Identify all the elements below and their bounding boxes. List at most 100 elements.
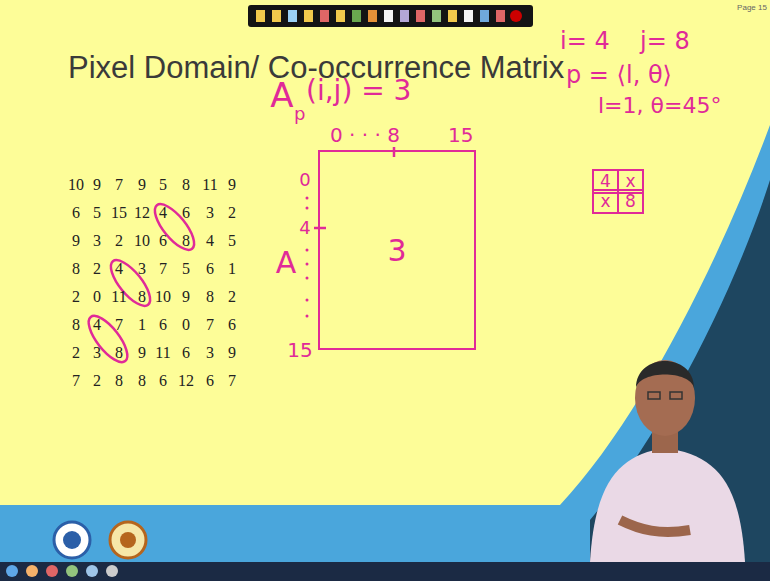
toolbar-icon <box>464 10 473 22</box>
matrix-cell-value: 0 <box>182 316 190 334</box>
presenter-glasses <box>648 392 660 399</box>
matrix-cell-value: 4 <box>206 232 214 250</box>
page-number: Page 15 <box>737 4 767 13</box>
matrix-cell-value: 0 <box>93 288 101 306</box>
matrix-cell-value: 8 <box>138 288 146 306</box>
matrix-cell-value: 5 <box>228 232 236 250</box>
axis-dot <box>306 207 309 210</box>
matrix-cell-value: 9 <box>138 176 146 194</box>
handwritten-note: i= 4 <box>560 28 610 54</box>
presenter-arm <box>620 520 690 532</box>
matrix-cell-value: 6 <box>182 204 190 222</box>
axis-tick <box>314 227 326 230</box>
matrix-cell-value: 6 <box>206 260 214 278</box>
taskbar-icon <box>86 565 98 577</box>
toolbar-icon <box>304 10 313 22</box>
axis-dot <box>306 263 309 266</box>
toolbar-icon <box>496 10 505 22</box>
matrix-cell-value: 8 <box>115 344 123 362</box>
box-text: 3 <box>387 234 406 267</box>
dark-swoosh <box>590 180 770 562</box>
matrix-cell-value: 10 <box>134 232 150 250</box>
matrix-cell-value: 5 <box>93 204 101 222</box>
matrix-cell-value: 7 <box>72 372 80 390</box>
matrix-symbol: A <box>276 246 297 279</box>
matrix-cell-value: 9 <box>228 344 236 362</box>
matrix-symbol: A <box>270 77 293 114</box>
matrix-cell-value: 9 <box>138 344 146 362</box>
taskbar-icon <box>26 565 38 577</box>
matrix-cell-value: 9 <box>182 288 190 306</box>
axis-label: 0 · · · 8 <box>330 124 400 146</box>
toolbar-icon <box>320 10 329 22</box>
taskbar <box>0 562 770 581</box>
toolbar-icons <box>256 10 522 22</box>
handwritten-note: l=1, θ=45° <box>598 94 721 118</box>
toolbar-icon <box>368 10 377 22</box>
pair-circle <box>82 310 134 368</box>
matrix-cell-value: 2 <box>228 288 236 306</box>
axis-label: 15 <box>287 339 312 361</box>
matrix-cell-value: 10 <box>155 288 171 306</box>
toolbar-icon <box>400 10 409 22</box>
matrix-cell-value: 6 <box>228 316 236 334</box>
matrix-cell-value: 6 <box>72 204 80 222</box>
toolbar-icon <box>510 10 522 22</box>
pair-circles <box>82 198 201 368</box>
toolbar-icon <box>272 10 281 22</box>
handwritten-formula: (i,j) = 3 <box>306 76 411 107</box>
handwritten-note: j= 8 <box>640 28 690 54</box>
neighbour-grid-cell: x <box>592 189 619 214</box>
matrix-cell-value: 5 <box>159 176 167 194</box>
matrix-cell-value: 12 <box>134 204 150 222</box>
axis-tick <box>393 147 396 157</box>
taskbar-icon <box>66 565 78 577</box>
matrix-cell-value: 4 <box>115 260 123 278</box>
nptel-logo <box>110 522 146 558</box>
matrix-cell-value: 2 <box>93 372 101 390</box>
handwritten-note: p = ⟨l, θ⟩ <box>566 62 672 88</box>
axis-dot <box>306 299 309 302</box>
matrix-cell-value: 8 <box>115 372 123 390</box>
matrix-cell-value: 3 <box>93 344 101 362</box>
matrix-cell-value: 10 <box>68 176 84 194</box>
matrix-cell-value: 8 <box>206 288 214 306</box>
pair-circle <box>148 198 200 255</box>
matrix-cell-value: 1 <box>228 260 236 278</box>
toolbar-icon <box>288 10 297 22</box>
matrix-cell-value: 8 <box>72 316 80 334</box>
matrix-cell-value: 11 <box>202 176 217 194</box>
box-text: 4 <box>600 172 611 191</box>
matrix-cell-value: 6 <box>159 316 167 334</box>
box-text: x <box>600 192 610 211</box>
matrix-cell-value: 6 <box>182 344 190 362</box>
institute-logo <box>63 531 81 549</box>
toolbar-icon <box>352 10 361 22</box>
toolbar-icon <box>336 10 345 22</box>
matrix-cell-value: 1 <box>138 316 146 334</box>
toolbar-icon <box>432 10 441 22</box>
matrix-cell-value: 3 <box>206 344 214 362</box>
matrix-cell-value: 8 <box>138 372 146 390</box>
matrix-cell-value: 9 <box>72 232 80 250</box>
annotation-toolbar <box>248 5 533 27</box>
taskbar-icon <box>6 565 18 577</box>
matrix-cell-value: 2 <box>72 344 80 362</box>
matrix-cell-value: 6 <box>159 232 167 250</box>
box-text: 8 <box>625 192 636 211</box>
matrix-cell-value: 2 <box>228 204 236 222</box>
matrix-cell-value: 3 <box>93 232 101 250</box>
matrix-cell-value: 11 <box>111 288 126 306</box>
axis-dot <box>306 277 309 280</box>
matrix-cell-value: 7 <box>159 260 167 278</box>
axis-label: 4 <box>299 218 310 238</box>
matrix-cell-value: 9 <box>228 176 236 194</box>
axis-dot <box>306 197 309 200</box>
matrix-cell-value: 5 <box>182 260 190 278</box>
toolbar-icon <box>416 10 425 22</box>
axis-label: 15 <box>448 124 473 146</box>
matrix-cell-value: 9 <box>93 176 101 194</box>
matrix-cell-value: 4 <box>93 316 101 334</box>
matrix-cell-value: 2 <box>115 232 123 250</box>
